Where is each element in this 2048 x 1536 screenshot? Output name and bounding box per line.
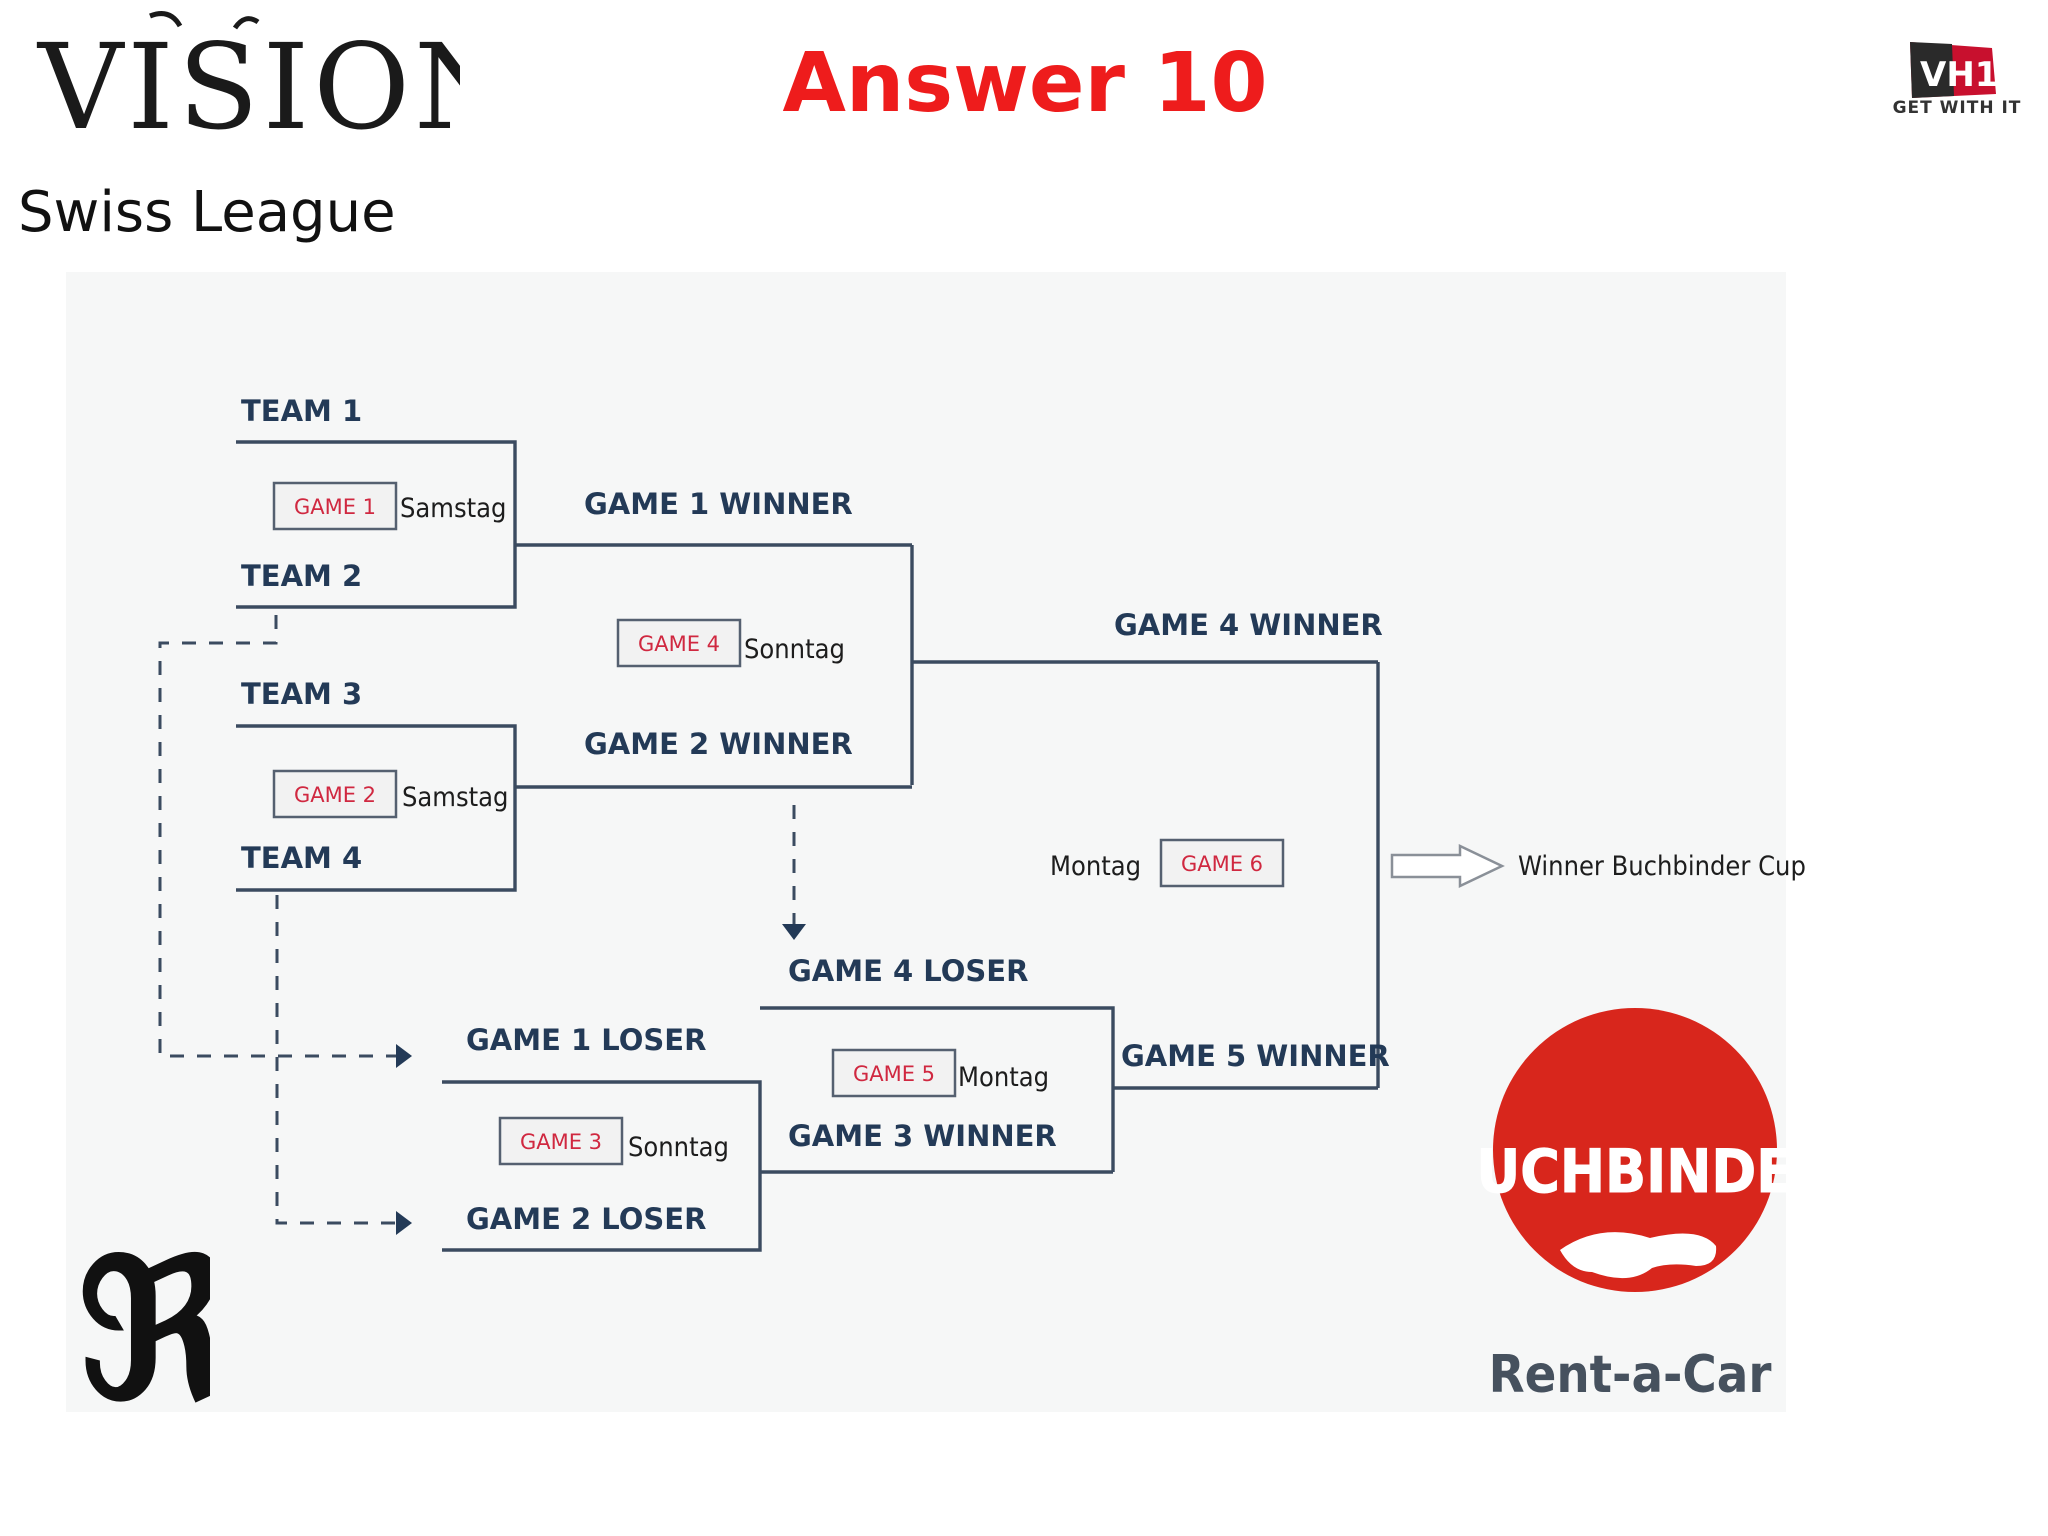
game4-winner-label: GAME 4 WINNER xyxy=(1114,608,1383,642)
vh1-tagline: GET WITH IT xyxy=(1892,98,2022,118)
game4-day: Sonntag xyxy=(744,634,845,665)
game2-bracket-line xyxy=(236,724,517,892)
team-3-label: TEAM 3 xyxy=(241,677,362,711)
gothic-r-logo: ℜ xyxy=(78,1220,210,1420)
game3-tag-label: GAME 3 xyxy=(520,1130,602,1154)
game5-tag-label: GAME 5 xyxy=(853,1062,935,1086)
game2-tag: GAME 2 xyxy=(272,769,398,819)
buchbinder-tagline: Rent-a-Car xyxy=(1489,1345,1772,1405)
game2-loser-arrowhead xyxy=(396,1211,412,1235)
game5-tag: GAME 5 xyxy=(831,1048,957,1098)
vh1-logo: VH1 xyxy=(1910,42,1998,98)
car-icon xyxy=(1560,1232,1717,1279)
game4-tag-label: GAME 4 xyxy=(638,632,720,656)
visions-logo: VISIONS xyxy=(36,11,460,148)
diagram-panel xyxy=(66,272,1786,1412)
team-4-label: TEAM 4 xyxy=(241,841,362,875)
game2-loser-label: GAME 2 LOSER xyxy=(466,1202,706,1236)
game1-winner-label: GAME 1 WINNER xyxy=(584,487,853,521)
game1-bracket-line xyxy=(236,440,517,609)
buchbinder-logo: BUCHBINDER Rent-a-Car xyxy=(1480,1008,1810,1405)
game3-day: Sonntag xyxy=(628,1132,729,1163)
game1-loser-label: GAME 1 LOSER xyxy=(466,1023,706,1057)
game5-bracket-line xyxy=(760,1006,1115,1172)
game6-day: Montag xyxy=(1050,851,1141,882)
game3-winner-label: GAME 3 WINNER xyxy=(788,1119,1057,1153)
game4-loser-label: GAME 4 LOSER xyxy=(788,954,1028,988)
game6-tag-label: GAME 6 xyxy=(1181,852,1263,876)
game6-tag: GAME 6 xyxy=(1159,838,1285,888)
page-title: Answer 10 xyxy=(782,36,1268,131)
game4-tag: GAME 4 xyxy=(616,618,742,668)
game5-winner-label: GAME 5 WINNER xyxy=(1121,1039,1390,1073)
game2-loser-path xyxy=(275,895,398,1225)
game2-day: Samstag xyxy=(402,782,508,813)
game1-tag: GAME 1 xyxy=(272,481,398,531)
outline-arrow-icon xyxy=(1390,844,1505,888)
final-result-label: Winner Buchbinder Cup xyxy=(1518,851,1806,882)
team-2-label: TEAM 2 xyxy=(241,559,362,593)
svg-text:ℜ: ℜ xyxy=(78,1220,210,1420)
game2-tag-label: GAME 2 xyxy=(294,783,376,807)
game1-loser-path xyxy=(158,615,398,1058)
game4-loser-arrowhead xyxy=(782,924,806,940)
page-subtitle: Swiss League xyxy=(18,180,396,245)
game3-tag: GAME 3 xyxy=(498,1116,624,1166)
team-1-label: TEAM 1 xyxy=(241,394,362,428)
visions-logo-text: VISIONS xyxy=(36,18,460,148)
game2-winner-label: GAME 2 WINNER xyxy=(584,727,853,761)
game1-tag-label: GAME 1 xyxy=(294,495,376,519)
vh1-logo-text: VH1 xyxy=(1920,55,1998,95)
game3-bracket-line xyxy=(442,1080,762,1252)
buchbinder-logo-text: BUCHBINDER xyxy=(1480,1137,1810,1207)
game1-loser-arrowhead xyxy=(396,1044,412,1068)
game1-day: Samstag xyxy=(400,493,506,524)
game5-day: Montag xyxy=(958,1062,1049,1093)
